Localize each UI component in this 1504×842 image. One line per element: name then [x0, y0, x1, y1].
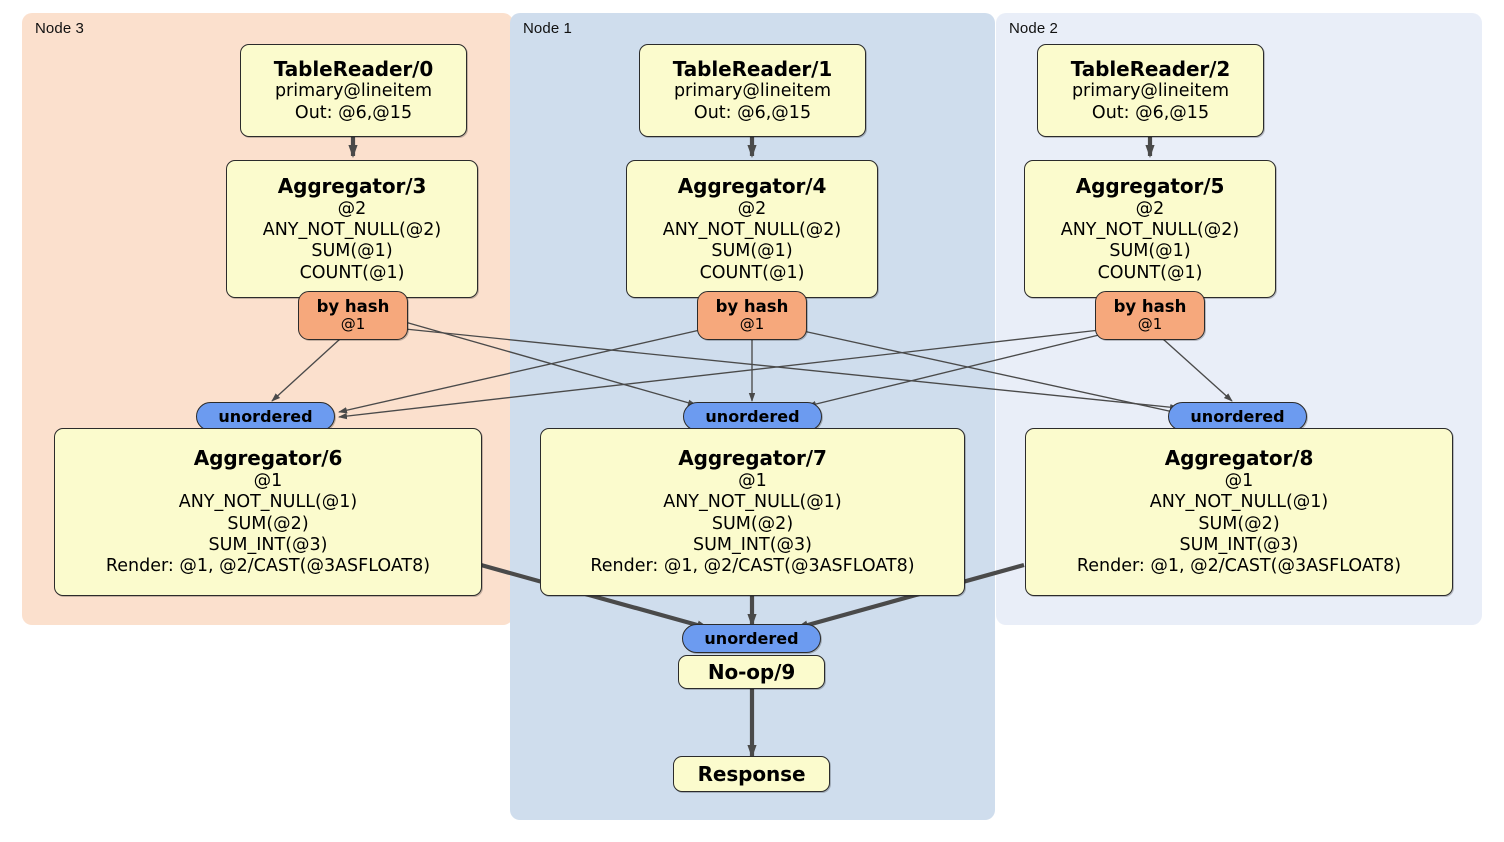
output-router-by-hash-0[interactable]: by hash @1 — [298, 291, 408, 340]
aggregator-6-line-2: SUM(@2) — [227, 513, 309, 534]
table-reader-0-line-1: Out: @6,@15 — [294, 102, 413, 123]
synchronizer-unordered-1[interactable]: unordered — [683, 402, 822, 431]
aggregator-7-line-1: ANY_NOT_NULL(@1) — [663, 492, 842, 513]
aggregator-3-line-2: SUM(@1) — [311, 241, 393, 262]
aggregator-7-line-3: SUM_INT(@3) — [693, 534, 812, 555]
aggregator-8-line-3: SUM_INT(@3) — [1179, 534, 1299, 555]
no-op-9-title: No-op/9 — [707, 659, 796, 684]
processor-aggregator-7[interactable]: Aggregator/7 @1 ANY_NOT_NULL(@1) SUM(@2)… — [540, 428, 965, 596]
by-hash-2-title: by hash — [1113, 297, 1187, 317]
aggregator-4-line-3: COUNT(@1) — [699, 262, 805, 283]
aggregator-4-title: Aggregator/4 — [677, 174, 827, 199]
processor-table-reader-0[interactable]: TableReader/0 primary@lineitem Out: @6,@… — [240, 44, 467, 137]
aggregator-6-line-1: ANY_NOT_NULL(@1) — [178, 492, 358, 513]
processor-aggregator-8[interactable]: Aggregator/8 @1 ANY_NOT_NULL(@1) SUM(@2)… — [1025, 428, 1453, 596]
table-reader-2-line-1: Out: @6,@15 — [1091, 102, 1210, 123]
aggregator-7-line-2: SUM(@2) — [711, 513, 794, 534]
table-reader-1-title: TableReader/1 — [672, 56, 833, 81]
aggregator-6-line-0: @1 — [253, 470, 283, 491]
output-router-by-hash-2[interactable]: by hash @1 — [1095, 291, 1205, 340]
aggregator-5-line-3: COUNT(@1) — [1097, 262, 1203, 283]
aggregator-7-line-0: @1 — [738, 470, 767, 491]
aggregator-3-line-1: ANY_NOT_NULL(@2) — [262, 219, 442, 240]
unordered-final-label: unordered — [704, 629, 799, 648]
aggregator-3-line-0: @2 — [337, 198, 367, 219]
unordered-0-label: unordered — [218, 407, 313, 426]
synchronizer-unordered-2[interactable]: unordered — [1168, 402, 1307, 431]
processor-no-op-9[interactable]: No-op/9 — [678, 655, 825, 689]
aggregator-5-line-0: @2 — [1135, 198, 1165, 219]
aggregator-8-line-1: ANY_NOT_NULL(@1) — [1149, 492, 1329, 513]
by-hash-1-title: by hash — [715, 297, 789, 317]
aggregator-8-line-4: Render: @1, @2/CAST(@3ASFLOAT8) — [1076, 556, 1402, 577]
aggregator-8-line-2: SUM(@2) — [1198, 513, 1280, 534]
aggregator-3-line-3: COUNT(@1) — [299, 262, 405, 283]
aggregator-7-line-4: Render: @1, @2/CAST(@3ASFLOAT8) — [590, 556, 915, 577]
table-reader-1-line-0: primary@lineitem — [673, 81, 832, 102]
aggregator-6-line-3: SUM_INT(@3) — [208, 534, 328, 555]
aggregator-5-title: Aggregator/5 — [1075, 174, 1225, 199]
aggregator-3-title: Aggregator/3 — [277, 174, 427, 199]
table-reader-2-line-0: primary@lineitem — [1071, 81, 1230, 102]
by-hash-2-line: @1 — [1137, 315, 1163, 334]
unordered-1-label: unordered — [705, 407, 800, 426]
aggregator-6-line-4: Render: @1, @2/CAST(@3ASFLOAT8) — [105, 556, 431, 577]
table-reader-0-line-0: primary@lineitem — [274, 81, 433, 102]
processor-table-reader-1[interactable]: TableReader/1 primary@lineitem Out: @6,@… — [639, 44, 866, 137]
aggregator-7-title: Aggregator/7 — [678, 446, 827, 471]
by-hash-1-line: @1 — [739, 315, 765, 334]
processor-response[interactable]: Response — [673, 756, 830, 792]
aggregator-5-line-1: ANY_NOT_NULL(@2) — [1060, 219, 1240, 240]
table-reader-0-title: TableReader/0 — [273, 56, 434, 81]
synchronizer-unordered-0[interactable]: unordered — [196, 402, 335, 431]
region-node-2-label: Node 2 — [1009, 20, 1058, 37]
aggregator-4-line-2: SUM(@1) — [711, 241, 793, 262]
aggregator-6-title: Aggregator/6 — [193, 446, 343, 471]
region-node-1-label: Node 1 — [523, 20, 572, 37]
table-reader-1-line-1: Out: @6,@15 — [693, 102, 812, 123]
processor-aggregator-4[interactable]: Aggregator/4 @2 ANY_NOT_NULL(@2) SUM(@1)… — [626, 160, 878, 298]
aggregator-4-line-1: ANY_NOT_NULL(@2) — [662, 219, 842, 240]
region-node-3-label: Node 3 — [35, 20, 84, 37]
processor-table-reader-2[interactable]: TableReader/2 primary@lineitem Out: @6,@… — [1037, 44, 1264, 137]
response-title: Response — [697, 761, 806, 786]
processor-aggregator-5[interactable]: Aggregator/5 @2 ANY_NOT_NULL(@2) SUM(@1)… — [1024, 160, 1276, 298]
unordered-2-label: unordered — [1190, 407, 1285, 426]
processor-aggregator-3[interactable]: Aggregator/3 @2 ANY_NOT_NULL(@2) SUM(@1)… — [226, 160, 478, 298]
aggregator-5-line-2: SUM(@1) — [1109, 241, 1191, 262]
by-hash-0-title: by hash — [316, 297, 390, 317]
processor-aggregator-6[interactable]: Aggregator/6 @1 ANY_NOT_NULL(@1) SUM(@2)… — [54, 428, 482, 596]
synchronizer-unordered-final[interactable]: unordered — [682, 624, 821, 653]
table-reader-2-title: TableReader/2 — [1070, 56, 1231, 81]
output-router-by-hash-1[interactable]: by hash @1 — [697, 291, 807, 340]
aggregator-8-line-0: @1 — [1224, 470, 1254, 491]
by-hash-0-line: @1 — [340, 315, 366, 334]
aggregator-4-line-0: @2 — [737, 198, 767, 219]
aggregator-8-title: Aggregator/8 — [1164, 446, 1314, 471]
